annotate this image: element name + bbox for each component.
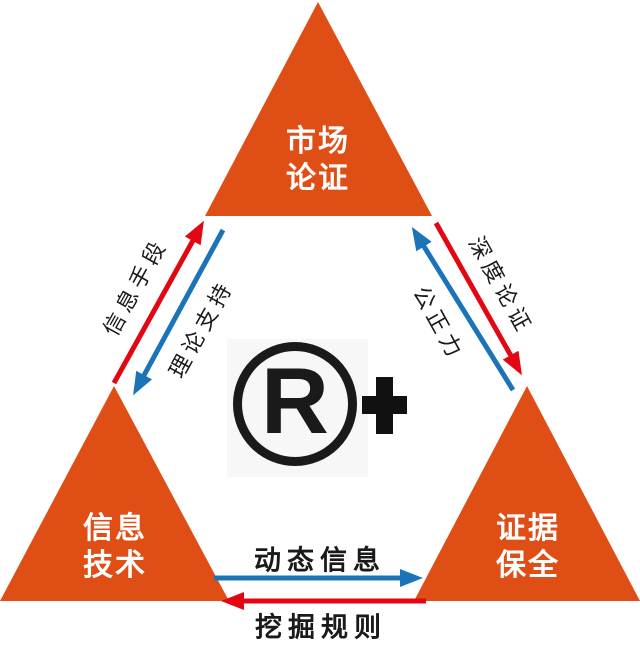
label-bottom-blue-arrow: 动态信息 [254,545,386,576]
triangle-top [205,2,432,216]
label-market-argumentation: 市场 论证 [286,123,350,197]
label-line: 证据 [496,512,560,545]
arrow-left-blue-down [133,228,226,396]
arrow-right-blue-up [411,226,516,392]
label-line: 保全 [496,549,560,582]
label-information-technology: 信息 技术 [83,510,147,584]
arrow-left-red-up [111,220,204,385]
label-line: 市场 [286,125,350,158]
arrow-right-red-down [433,221,522,376]
label-evidence-preservation: 证据 保全 [496,510,560,584]
triangle-bottom-left [0,386,229,601]
label-line: 信息 [83,512,147,545]
label-line: 技术 [83,549,147,582]
registered-letter: R [261,348,329,453]
label-bottom-red-arrow: 挖掘规则 [255,612,387,643]
triangle-bottom-right [414,386,640,601]
label-line: 论证 [286,162,350,195]
registered-mark-icon: R [233,342,357,466]
plus-icon [362,377,407,434]
plus-horizontal-bar [362,396,407,414]
